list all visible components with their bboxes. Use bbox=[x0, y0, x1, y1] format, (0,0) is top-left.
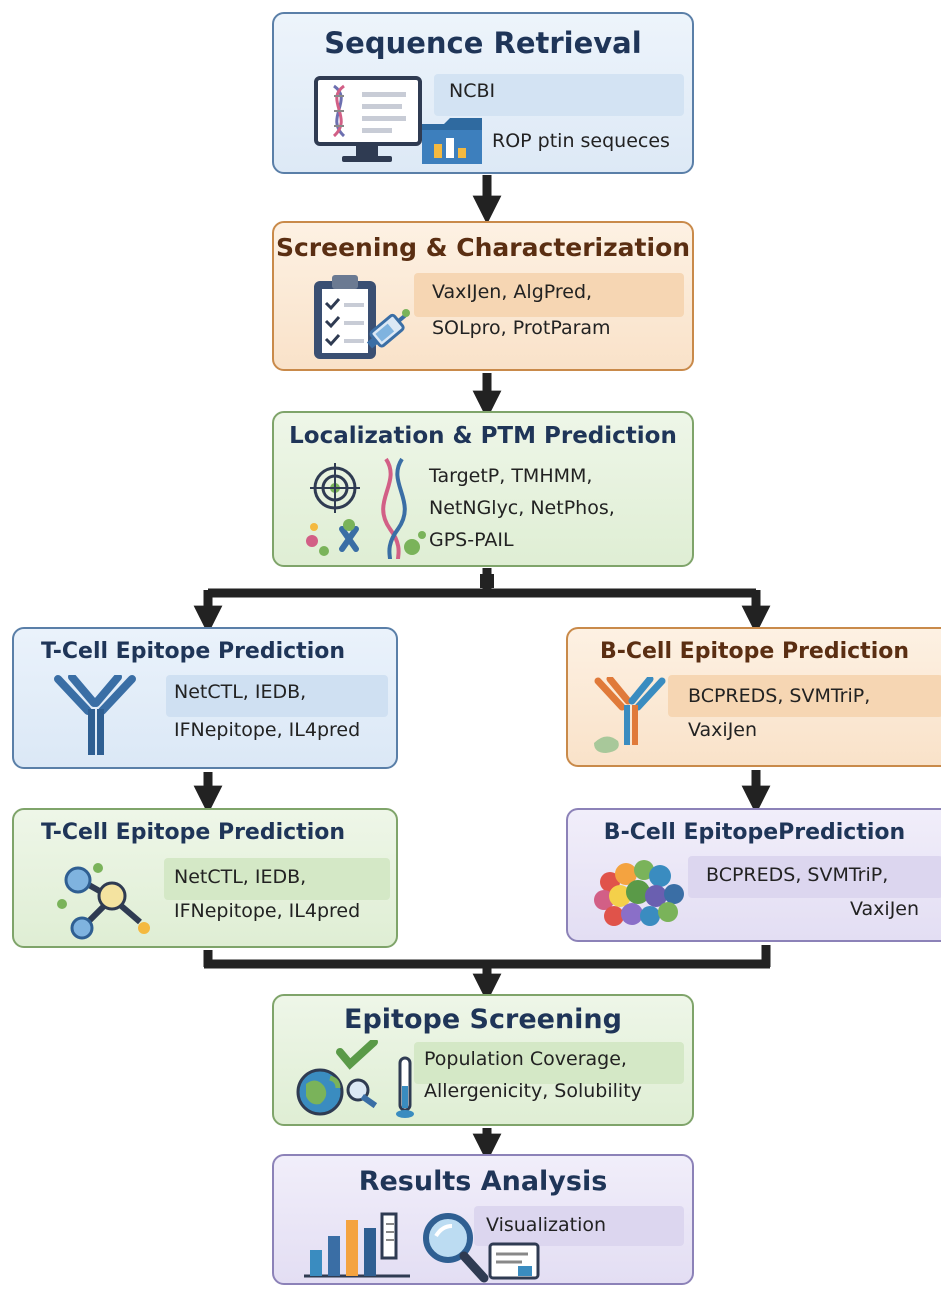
step-detail-line: Visualization bbox=[486, 1214, 607, 1236]
target-icon bbox=[310, 463, 360, 513]
highlight-band bbox=[474, 1206, 684, 1246]
step-title: Results Analysis bbox=[358, 1166, 608, 1197]
molecule-icon bbox=[57, 863, 150, 940]
step-detail-line: Allergenicity, Solubility bbox=[424, 1080, 642, 1102]
step-detail-line: IFNepitope, IL4pred bbox=[174, 719, 361, 741]
step-detail-line: SOLpro, ProtParam bbox=[432, 317, 611, 339]
highlight-band bbox=[166, 675, 388, 717]
step-detail-line: GPS-PAIL bbox=[429, 529, 514, 551]
test-tube-icon bbox=[396, 1056, 414, 1118]
dna-molecules-icon bbox=[306, 457, 426, 560]
step-detail-line: BCPREDS, SVMTriP, bbox=[688, 685, 871, 707]
step-title: Screening & Characterization bbox=[275, 233, 691, 262]
step-bcell-epitope-prediction-2: B-Cell EpitopePrediction BCPREDS, SVMTri… bbox=[566, 808, 941, 942]
magnifier-icon bbox=[423, 1213, 489, 1283]
step-detail-line: Population Coverage, bbox=[424, 1048, 627, 1070]
step-title: Sequence Retrieval bbox=[324, 26, 642, 60]
antibody-icon bbox=[594, 677, 666, 753]
step-detail-line: NetCTL, IEDB, bbox=[174, 866, 307, 888]
highlight-band bbox=[434, 74, 684, 116]
antibody-icon bbox=[54, 675, 136, 755]
step-detail-line: TargetP, TMHMM, bbox=[429, 465, 593, 487]
step-detail-line: ROP ptin sequeces bbox=[492, 130, 670, 152]
highlight-band bbox=[164, 858, 390, 900]
report-icon bbox=[488, 1242, 540, 1280]
highlight-band bbox=[668, 675, 941, 717]
protein-cluster-icon bbox=[594, 860, 684, 926]
step-sequence-retrieval: Sequence Retrieval NCBI ROP ptin sequece… bbox=[272, 12, 694, 174]
step-detail-line: NetNGlyc, NetPhos, bbox=[429, 497, 615, 519]
bar-chart-icon bbox=[304, 1212, 410, 1278]
step-detail-line: VaxiJen bbox=[850, 898, 920, 920]
highlight-band bbox=[414, 1042, 684, 1084]
highlight-band bbox=[688, 856, 941, 898]
step-title: T-Cell Epitope Prediction bbox=[40, 820, 346, 845]
step-title: T-Cell Epitope Prediction bbox=[40, 639, 346, 664]
folder-chart-icon bbox=[422, 118, 482, 164]
step-title: Localization & PTM Prediction bbox=[289, 423, 677, 449]
step-detail-line: NetCTL, IEDB, bbox=[174, 681, 307, 703]
computer-dna-icon bbox=[314, 76, 422, 162]
step-epitope-screening: Epitope Screening Population Coverage, A… bbox=[272, 994, 694, 1126]
step-bcell-epitope-prediction-1: B-Cell Epitope Prediction BCPREDS, SVMTr… bbox=[566, 627, 941, 767]
step-title: B-Cell EpitopePrediction bbox=[603, 820, 906, 845]
step-tcell-epitope-prediction-2: T-Cell Epitope Prediction NetCTL, IEDB, … bbox=[12, 808, 398, 948]
globe-check-icon bbox=[296, 1040, 378, 1116]
step-detail-line: IFNepitope, IL4pred bbox=[174, 900, 361, 922]
syringe-icon bbox=[366, 309, 410, 349]
step-title: Epitope Screening bbox=[344, 1004, 622, 1035]
step-results-analysis: Results Analysis Visualization bbox=[272, 1154, 694, 1285]
step-detail-line: VaxIJen, AlgPred, bbox=[432, 281, 593, 303]
clipboard-checklist-icon bbox=[314, 275, 376, 359]
step-detail-line: BCPREDS, SVMTriP, bbox=[706, 864, 889, 886]
step-detail-line: VaxiJen bbox=[688, 719, 758, 741]
step-tcell-epitope-prediction-1: T-Cell Epitope Prediction NetCTL, IEDB, … bbox=[12, 627, 398, 769]
highlight-band bbox=[414, 273, 684, 317]
step-title: B-Cell Epitope Prediction bbox=[599, 639, 910, 664]
step-screening-characterization: Screening & Characterization VaxIJen, Al… bbox=[272, 221, 694, 371]
step-localization-ptm: Localization & PTM Prediction TargetP, T… bbox=[272, 411, 694, 567]
step-detail-line: NCBI bbox=[449, 80, 496, 102]
